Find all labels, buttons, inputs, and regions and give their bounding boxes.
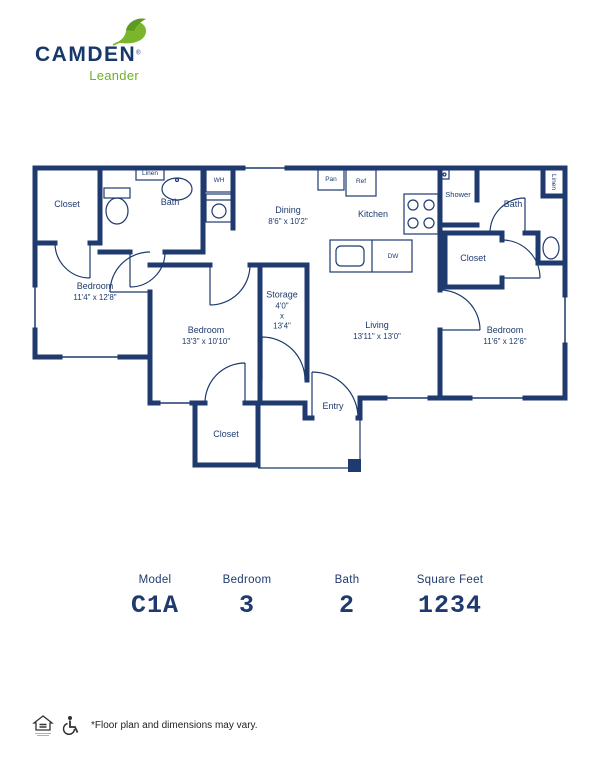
refrigerator-box — [345, 169, 377, 197]
porch-line — [258, 418, 361, 469]
spec-value: 2 — [338, 591, 356, 620]
room-label-living: Living 13'11" x 13'0" — [353, 319, 401, 341]
room-label-bath-left: Bath — [160, 197, 180, 208]
fixtures — [103, 167, 560, 472]
room-label-shower: Shower — [445, 190, 471, 200]
linen-box — [135, 167, 165, 181]
room-label-closet-bottom: Closet — [213, 429, 239, 440]
brand-logo: CAMDEN® Leander — [35, 18, 147, 83]
spec-label: Square Feet — [416, 574, 484, 586]
room-label-closet-right: Closet — [460, 253, 486, 264]
spec-label: Model — [138, 574, 172, 586]
brand-name: CAMDEN® — [35, 43, 141, 66]
room-label-bedroom-middle: Bedroom 13'3" x 10'10" — [181, 324, 231, 346]
pantry-box — [317, 169, 345, 191]
spec-value: C1A — [130, 591, 180, 620]
porch-column — [348, 459, 361, 472]
footer-icons — [32, 714, 81, 737]
hummingbird-icon — [112, 18, 147, 46]
water-heater-box — [205, 169, 233, 193]
spec-square-feet: Square Feet 1234 — [417, 574, 484, 620]
shower-head-icon — [439, 169, 450, 180]
room-label-dishwasher: DW — [387, 252, 399, 260]
spec-bedroom: Bedroom 3 — [223, 574, 272, 620]
room-label-linen-right: Linen — [550, 174, 558, 190]
spec-value: 1234 — [417, 591, 482, 620]
kitchen-counter — [329, 239, 413, 273]
room-label-bath-right: Bath — [503, 199, 523, 210]
accessibility-icon — [62, 715, 79, 735]
room-label-water-heater: WH — [213, 176, 225, 184]
spec-label: Bedroom — [222, 574, 272, 586]
room-label-kitchen: Kitchen — [357, 209, 389, 220]
stove-fixture — [403, 193, 439, 235]
bath-sink-fixture — [161, 177, 193, 201]
spec-model: Model C1A — [131, 574, 179, 620]
spec-value: 3 — [238, 591, 256, 620]
vanity-sink-fixture — [542, 236, 560, 260]
room-label-storage: Storage 4'0" x 13'4" — [266, 289, 298, 332]
kitchen-sink-fixture — [335, 245, 365, 267]
room-label-refrigerator: Ref — [355, 177, 367, 185]
room-label-pantry: Pan — [325, 175, 337, 183]
registered-mark: ® — [136, 50, 141, 57]
brand-text: CAMDEN — [35, 43, 137, 66]
spec-bath: Bath 2 — [335, 574, 360, 620]
equal-housing-icon — [32, 715, 54, 736]
room-label-linen-top: Linen — [142, 169, 158, 177]
room-label-closet-tl: Closet — [54, 199, 80, 210]
community-name: Leander — [89, 68, 139, 83]
windows — [34, 167, 566, 404]
room-label-dining: Dining 8'6" x 10'2" — [268, 204, 308, 226]
spec-label: Bath — [334, 574, 360, 586]
footer: *Floor plan and dimensions may vary. — [32, 714, 258, 737]
washer-fixture — [205, 193, 233, 223]
room-label-entry: Entry — [322, 401, 344, 412]
room-label-bedroom-right: Bedroom 11'6" x 12'6" — [483, 324, 527, 346]
door-swings — [54, 197, 541, 419]
room-label-bedroom-left: Bedroom 11'4" x 12'8" — [73, 280, 117, 302]
disclaimer: *Floor plan and dimensions may vary. — [91, 720, 258, 731]
toilet-fixture — [103, 187, 131, 225]
porch — [258, 418, 361, 472]
